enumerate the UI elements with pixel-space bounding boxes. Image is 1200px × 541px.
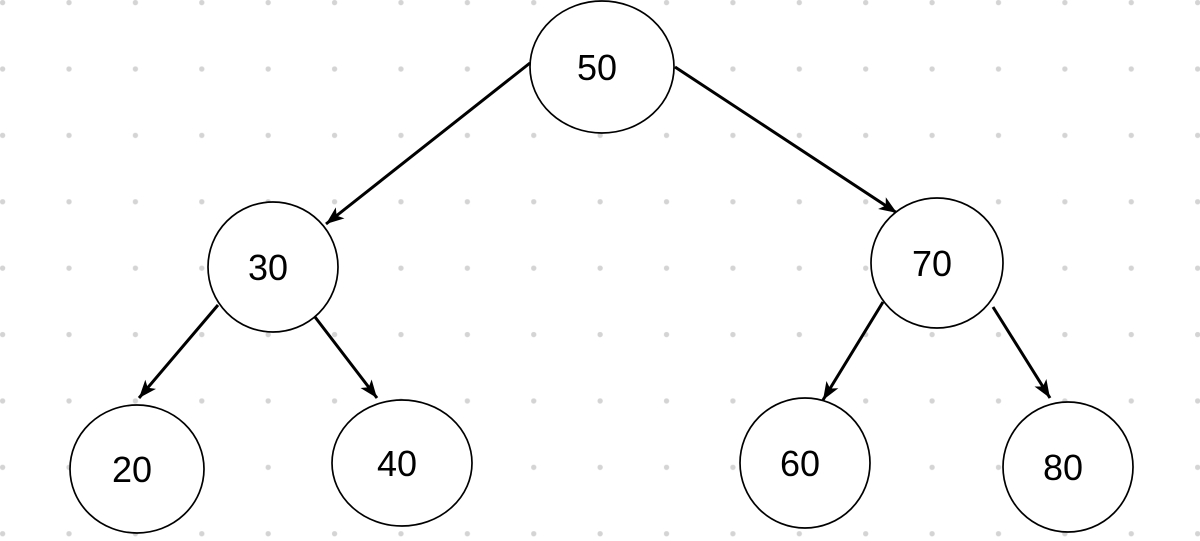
tree-node-60[interactable]: 60	[739, 397, 871, 529]
node-circle-50[interactable]	[529, 0, 675, 134]
edge-70-60[interactable]	[821, 301, 885, 401]
node-label-30: 30	[248, 247, 288, 288]
node-label-70: 70	[912, 243, 952, 284]
tree-node-40[interactable]: 40	[331, 399, 473, 527]
edge-70-80[interactable]	[991, 306, 1052, 399]
node-circle-70[interactable]	[870, 197, 1004, 329]
tree-node-70[interactable]: 70	[870, 197, 1004, 329]
edge-30-20[interactable]	[137, 304, 220, 399]
node-circle-40[interactable]	[331, 399, 473, 527]
edges-layer	[137, 61, 1052, 401]
node-circle-20[interactable]	[69, 404, 205, 534]
node-label-60: 60	[780, 443, 820, 484]
edge-50-70[interactable]	[674, 65, 898, 215]
node-circle-30[interactable]	[207, 201, 339, 333]
node-label-20: 20	[112, 449, 152, 490]
tree-node-80[interactable]: 80	[1002, 401, 1134, 533]
node-circle-80[interactable]	[1002, 401, 1134, 533]
tree-node-20[interactable]: 20	[69, 404, 205, 534]
node-label-80: 80	[1043, 447, 1083, 488]
nodes-layer: 50 30 70 20 40 60 80	[69, 0, 1134, 534]
tree-node-50[interactable]: 50	[529, 0, 675, 134]
tree-node-30[interactable]: 30	[207, 201, 339, 333]
edge-50-30[interactable]	[325, 61, 531, 226]
node-label-50: 50	[577, 47, 617, 88]
edge-30-40[interactable]	[313, 316, 379, 399]
node-circle-60[interactable]	[739, 397, 871, 529]
node-label-40: 40	[377, 443, 417, 484]
